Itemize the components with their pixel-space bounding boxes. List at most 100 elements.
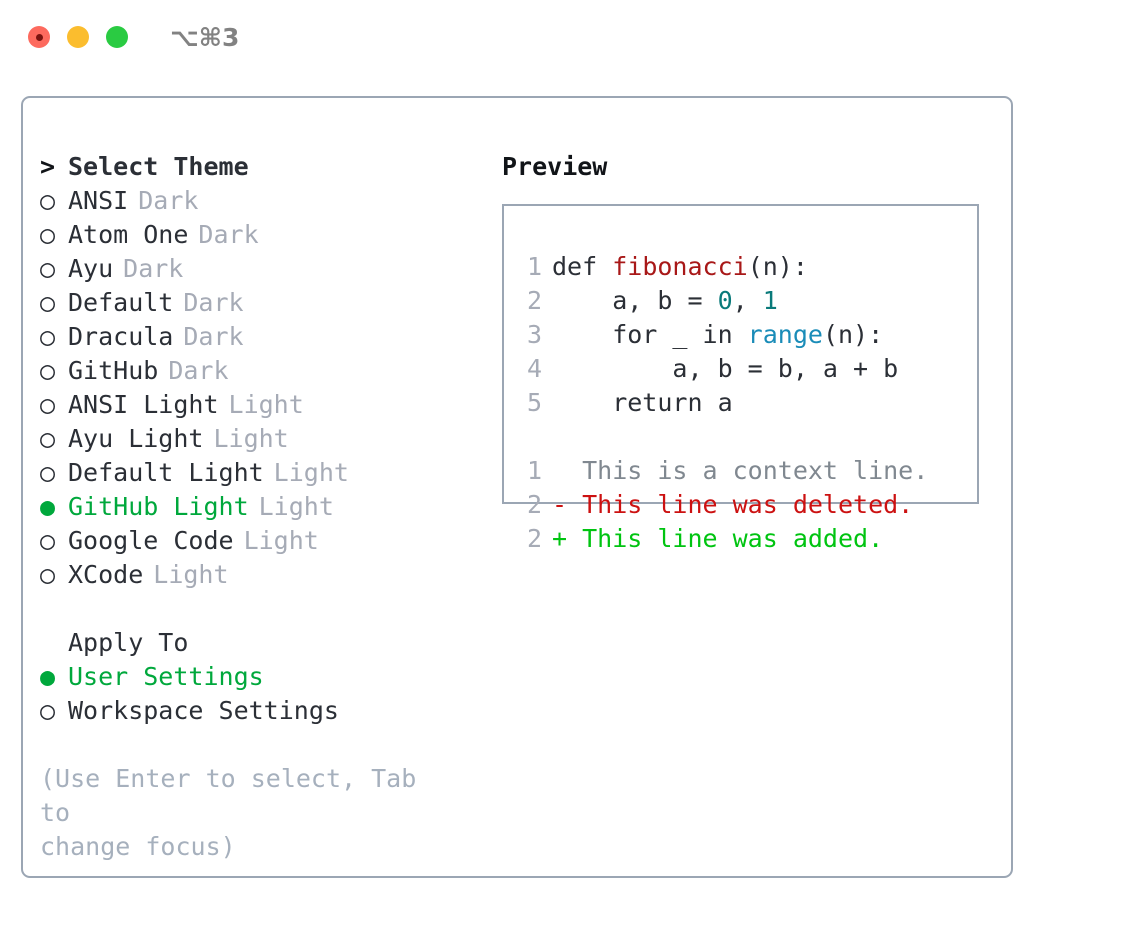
radio-selected-icon[interactable]: ● [40, 492, 56, 521]
radio-unselected-icon[interactable]: ○ [40, 560, 56, 589]
select-theme-header: > Select Theme [40, 150, 480, 184]
list-spacer [40, 592, 480, 626]
traffic-light-group [28, 26, 128, 48]
radio-selected-icon[interactable]: ● [40, 662, 56, 691]
theme-name-label: ANSI [68, 186, 129, 215]
theme-list-item[interactable]: ○ ANSI Dark [40, 184, 480, 218]
theme-list-item[interactable]: ○ Default Light Light [40, 456, 480, 490]
apply-to-item[interactable]: ● User Settings [40, 660, 480, 694]
theme-variant-label: Light [258, 492, 334, 521]
radio-unselected-icon[interactable]: ○ [40, 254, 56, 283]
code-token: + This line was added. [552, 524, 884, 553]
keyboard-shortcut-label: ⌥⌘3 [170, 23, 240, 52]
theme-variant-label: Light [213, 424, 289, 453]
diff-line: 2+ This line was added. [520, 522, 928, 556]
code-token: for _ in [552, 320, 748, 349]
theme-variant-label: Light [153, 560, 229, 589]
code-token: fibonacci [612, 252, 748, 281]
close-window-button[interactable] [28, 26, 50, 48]
theme-list-item[interactable]: ○ Default Dark [40, 286, 480, 320]
apply-to-list: ● User Settings ○ Workspace Settings [40, 660, 480, 728]
code-token: (n): [747, 252, 808, 281]
minimize-window-button[interactable] [67, 26, 89, 48]
theme-variant-label: Dark [183, 288, 244, 317]
code-line: 5 return a [520, 386, 928, 420]
theme-name-label: Atom One [68, 220, 189, 249]
theme-list-item[interactable]: ○ ANSI Light Light [40, 388, 480, 422]
diff-line: 1 This is a context line. [520, 454, 928, 488]
radio-unselected-icon[interactable]: ○ [40, 526, 56, 555]
theme-variant-label: Dark [198, 220, 259, 249]
theme-name-label: Dracula [68, 322, 174, 351]
apply-to-header: Apply To [40, 626, 480, 660]
radio-unselected-icon[interactable]: ○ [40, 696, 56, 725]
radio-unselected-icon[interactable]: ○ [40, 288, 56, 317]
theme-variant-label: Dark [183, 322, 244, 351]
help-text-line-1: (Use Enter to select, Tab to [40, 764, 417, 827]
line-number: 5 [526, 388, 542, 417]
help-text: (Use Enter to select, Tab to change focu… [40, 762, 460, 864]
theme-name-label: ANSI Light [68, 390, 219, 419]
code-token: - This line was deleted. [552, 490, 914, 519]
diff-line: 2 - This line was deleted. [520, 488, 928, 522]
theme-variant-label: Dark [123, 254, 184, 283]
theme-variant-label: Dark [138, 186, 199, 215]
code-line: 1 def fibonacci(n): [520, 250, 928, 284]
code-token: , [732, 286, 763, 315]
theme-list-item[interactable]: ○ Atom One Dark [40, 218, 480, 252]
radio-unselected-icon[interactable]: ○ [40, 458, 56, 487]
line-number: 1 [526, 252, 542, 281]
code-token: 0 [717, 286, 733, 315]
radio-unselected-icon[interactable]: ○ [40, 322, 56, 351]
theme-name-label: Ayu Light [68, 424, 204, 453]
theme-variant-label: Light [228, 390, 304, 419]
radio-unselected-icon[interactable]: ○ [40, 424, 56, 453]
theme-name-label: GitHub [68, 356, 159, 385]
theme-list-item[interactable]: ○ Dracula Dark [40, 320, 480, 354]
line-number: 2 [526, 490, 542, 519]
apply-to-label: Workspace Settings [68, 696, 339, 725]
radio-unselected-icon[interactable]: ○ [40, 390, 56, 419]
radio-unselected-icon[interactable]: ○ [40, 220, 56, 249]
code-token: (n): [822, 320, 884, 349]
code-token: a, b = [552, 286, 718, 315]
line-number: 2 [526, 286, 542, 315]
code-line: 2 a, b = 0, 1 [520, 284, 928, 318]
code-token: range [747, 320, 823, 349]
theme-list-item[interactable]: ○ XCode Light [40, 558, 480, 592]
code-token: 1 [762, 286, 778, 315]
select-theme-title: Select Theme [68, 152, 249, 181]
theme-name-label: XCode [68, 560, 144, 589]
maximize-window-button[interactable] [106, 26, 128, 48]
help-text-line-2: change focus) [40, 832, 236, 861]
code-token: def [552, 252, 613, 281]
line-number: 1 [526, 456, 542, 485]
line-number: 4 [526, 354, 542, 383]
code-line: 4 a, b = b, a + b [520, 352, 928, 386]
code-blank-line [520, 420, 928, 454]
preview-title: Preview [502, 152, 608, 181]
theme-list-item[interactable]: ○ Ayu Light Light [40, 422, 480, 456]
apply-to-item[interactable]: ○ Workspace Settings [40, 694, 480, 728]
apply-to-title: Apply To [68, 628, 189, 657]
code-line: 3 for _ in range(n): [520, 318, 928, 352]
radio-unselected-icon[interactable]: ○ [40, 186, 56, 215]
line-number: 3 [526, 320, 542, 349]
code-token: This is a context line. [552, 456, 929, 485]
theme-name-label: Default [68, 288, 174, 317]
apply-to-label: User Settings [68, 662, 264, 691]
theme-name-label: Default Light [68, 458, 264, 487]
radio-unselected-icon[interactable]: ○ [40, 356, 56, 385]
theme-variant-label: Light [273, 458, 349, 487]
